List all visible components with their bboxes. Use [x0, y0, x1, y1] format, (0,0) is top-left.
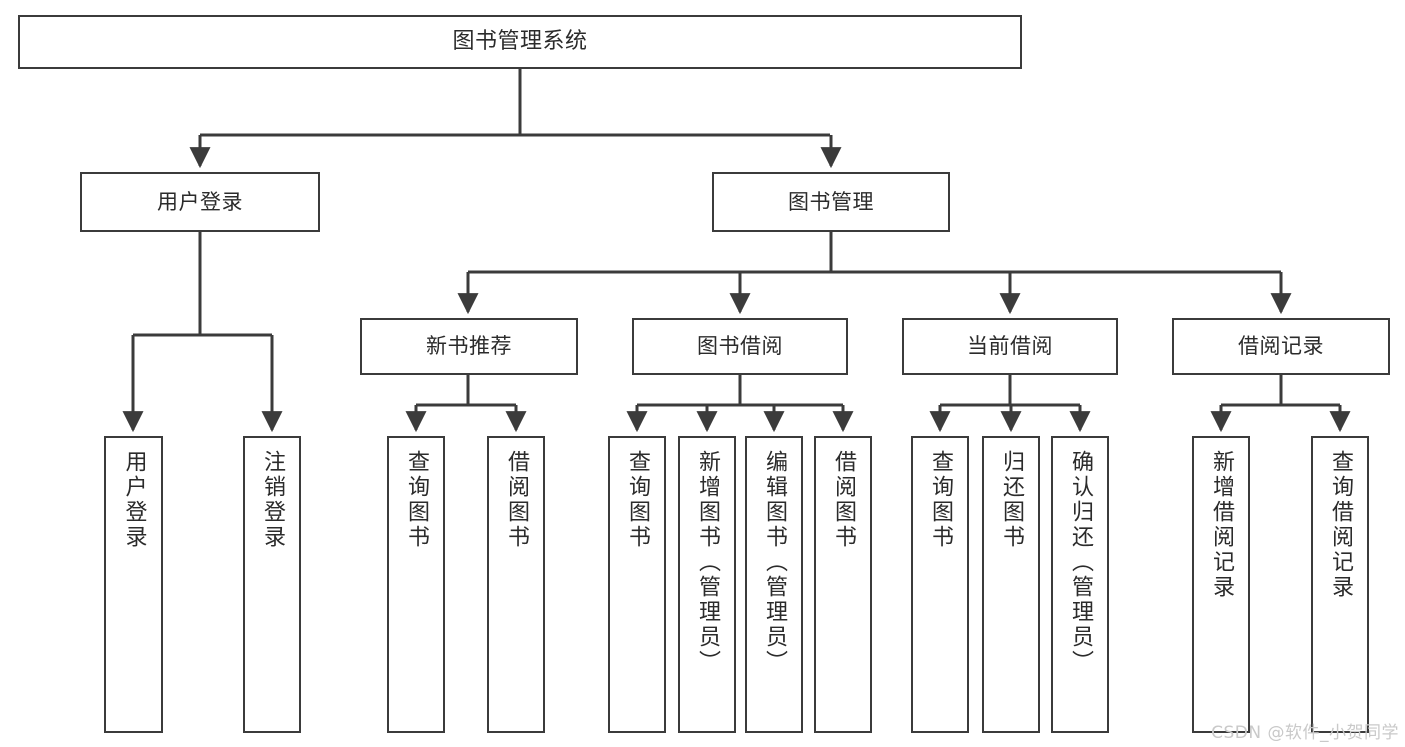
- node-label: 确认归还（管理员）: [1068, 450, 1093, 675]
- node-label: 编辑图书（管理员）: [762, 450, 787, 675]
- node-current-borrow[interactable]: 当前借阅: [902, 318, 1118, 375]
- leaf-confirm-return[interactable]: 确认归还（管理员）: [1051, 436, 1109, 733]
- node-label: 图书借阅: [697, 334, 783, 359]
- node-label: 用户登录: [157, 189, 243, 214]
- node-new-book-recommend[interactable]: 新书推荐: [360, 318, 578, 375]
- node-label: 图书管理: [788, 189, 874, 214]
- node-label: 查询借阅记录: [1328, 450, 1353, 600]
- node-label: 用户登录: [121, 450, 147, 550]
- node-label: 当前借阅: [967, 334, 1053, 359]
- node-label: 注销登录: [260, 450, 285, 550]
- node-label: 借阅图书: [831, 450, 856, 550]
- leaf-query-book-1[interactable]: 查询图书: [387, 436, 445, 733]
- leaf-add-book[interactable]: 新增图书（管理员）: [678, 436, 736, 733]
- leaf-query-book-3[interactable]: 查询图书: [911, 436, 969, 733]
- leaf-user-login[interactable]: 用户登录: [104, 436, 163, 733]
- node-label: 新增借阅记录: [1209, 450, 1234, 600]
- node-label: 借阅记录: [1238, 334, 1324, 359]
- node-label: 新增图书（管理员）: [695, 450, 720, 675]
- node-label: 图书管理系统: [452, 29, 588, 55]
- leaf-edit-book[interactable]: 编辑图书（管理员）: [745, 436, 803, 733]
- node-label: 新书推荐: [426, 334, 512, 359]
- leaf-query-book-2[interactable]: 查询图书: [608, 436, 666, 733]
- leaf-query-record[interactable]: 查询借阅记录: [1311, 436, 1369, 733]
- node-label: 查询图书: [625, 450, 650, 550]
- node-user-login[interactable]: 用户登录: [80, 172, 320, 232]
- leaf-add-record[interactable]: 新增借阅记录: [1192, 436, 1250, 733]
- node-label: 查询图书: [928, 450, 953, 550]
- node-borrow-record[interactable]: 借阅记录: [1172, 318, 1390, 375]
- node-book-borrow[interactable]: 图书借阅: [632, 318, 848, 375]
- node-root-system[interactable]: 图书管理系统: [18, 15, 1022, 69]
- leaf-return-book[interactable]: 归还图书: [982, 436, 1040, 733]
- node-label: 借阅图书: [504, 450, 529, 550]
- node-label: 归还图书: [999, 450, 1024, 550]
- leaf-borrow-book-2[interactable]: 借阅图书: [814, 436, 872, 733]
- node-label: 查询图书: [404, 450, 429, 550]
- leaf-borrow-book-1[interactable]: 借阅图书: [487, 436, 545, 733]
- leaf-logout[interactable]: 注销登录: [243, 436, 301, 733]
- node-book-manage[interactable]: 图书管理: [712, 172, 950, 232]
